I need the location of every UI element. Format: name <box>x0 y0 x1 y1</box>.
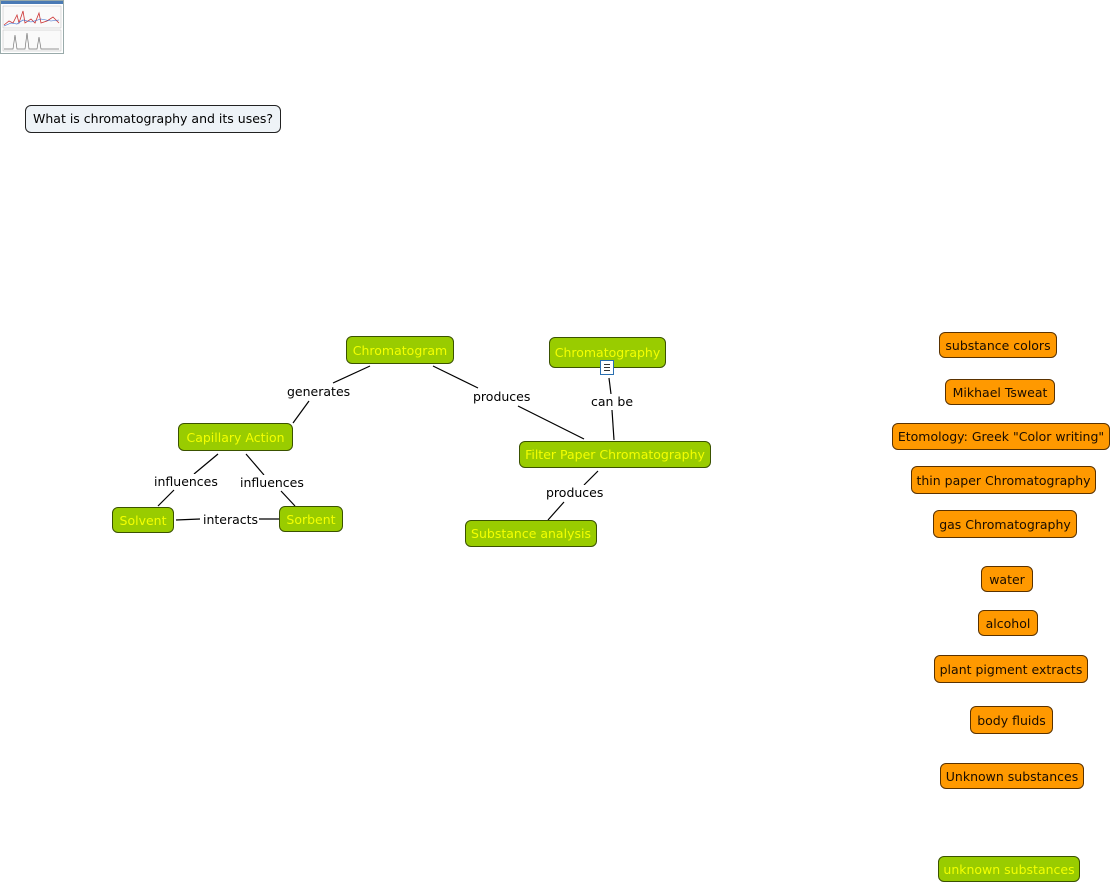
line-capillary-influences1 <box>194 454 218 474</box>
line-generates-capillary <box>293 401 309 423</box>
line-chromatogram-produces <box>433 366 478 388</box>
line-produces-filterpaper <box>518 406 584 439</box>
concept-chromatogram[interactable]: Chromatogram <box>346 336 454 364</box>
line-chromatography-canbe <box>609 378 611 394</box>
line-solvent-interacts <box>176 519 200 520</box>
concept-substance-analysis[interactable]: Substance analysis <box>465 520 597 547</box>
link-can-be[interactable]: can be <box>590 394 634 409</box>
line-produces2-analysis <box>548 502 564 520</box>
parking-concept[interactable]: plant pigment extracts <box>934 655 1088 683</box>
parking-concept[interactable]: substance colors <box>939 332 1057 358</box>
link-influences-2[interactable]: influences <box>239 475 305 490</box>
link-generates[interactable]: generates <box>286 384 351 399</box>
concept-sorbent[interactable]: Sorbent <box>279 506 343 532</box>
parking-concept[interactable]: water <box>981 566 1033 592</box>
parking-concept[interactable]: alcohol <box>978 610 1038 636</box>
link-influences-1[interactable]: influences <box>153 474 219 489</box>
line-capillary-influences2 <box>246 454 264 475</box>
concept-filter-paper-chromatography[interactable]: Filter Paper Chromatography <box>519 441 711 468</box>
line-canbe-filterpaper <box>612 410 614 440</box>
parking-concept[interactable]: body fluids <box>970 706 1053 734</box>
document-resource-icon[interactable] <box>600 360 614 375</box>
parking-concept[interactable]: Unknown substances <box>940 763 1084 789</box>
parking-concept[interactable]: Etomology: Greek "Color writing" <box>892 423 1110 450</box>
parking-concept[interactable]: Mikhael Tsweat <box>945 379 1055 405</box>
link-produces-1[interactable]: produces <box>472 389 531 404</box>
concept-unknown-substances[interactable]: unknown substances <box>938 856 1080 882</box>
line-influences2-sorbent <box>281 491 295 506</box>
concept-solvent[interactable]: Solvent <box>112 507 174 533</box>
line-influences1-solvent <box>158 490 174 506</box>
line-filterpaper-produces2 <box>584 471 598 485</box>
concept-capillary-action[interactable]: Capillary Action <box>178 423 293 451</box>
parking-concept[interactable]: thin paper Chromatography <box>911 466 1096 494</box>
link-produces-2[interactable]: produces <box>545 485 604 500</box>
line-chromatogram-generates <box>333 366 370 383</box>
parking-concept[interactable]: gas Chromatography <box>933 510 1077 538</box>
link-interacts[interactable]: interacts <box>202 512 259 527</box>
